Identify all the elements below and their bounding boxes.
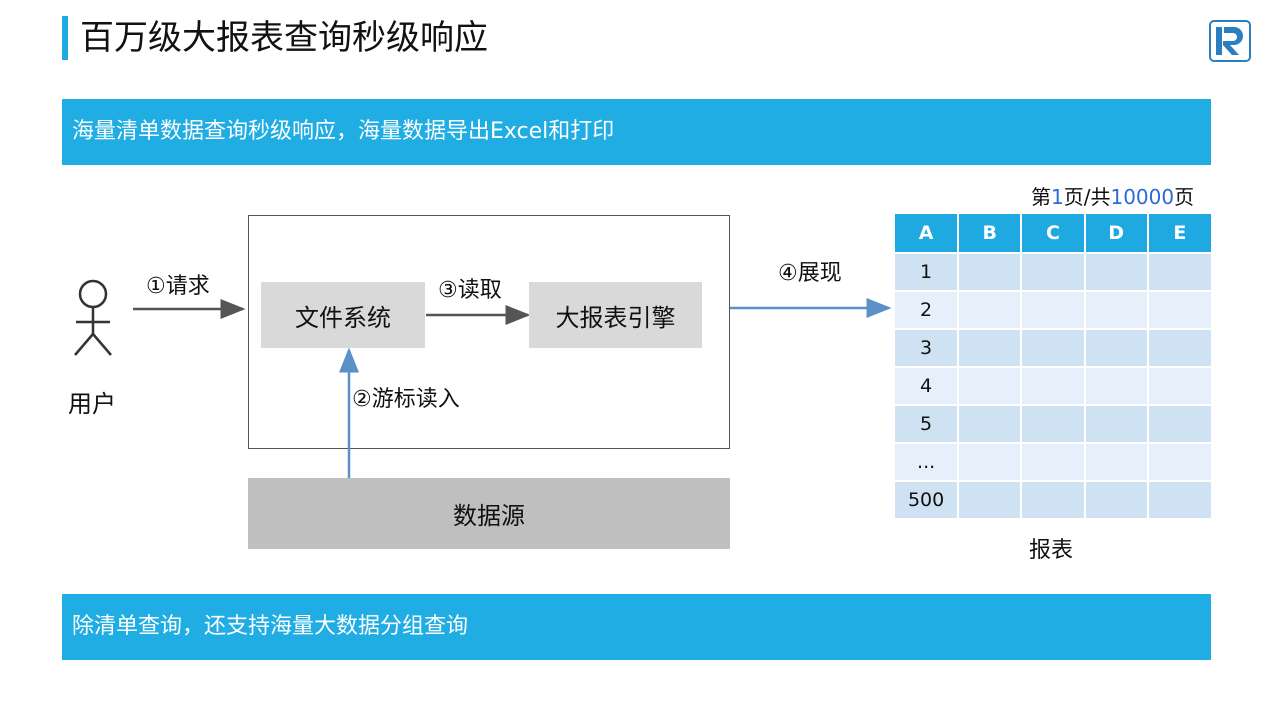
table-cell: [1021, 366, 1086, 405]
table-cell: [1084, 404, 1149, 443]
table-cell: [1021, 480, 1086, 518]
table-cell: [958, 366, 1023, 405]
file-system-box: 文件系统: [261, 282, 425, 348]
table-cell: 1: [895, 252, 960, 291]
table-cell: [1021, 290, 1086, 329]
table-row: 2: [895, 290, 1211, 329]
table-header: E: [1147, 214, 1211, 253]
page-total: 10000: [1110, 185, 1175, 209]
table-cell: ...: [895, 442, 960, 481]
page-info: 第1页/共10000页: [1031, 181, 1194, 210]
banner-top: 海量清单数据查询秒级响应，海量数据导出Excel和打印: [62, 99, 1211, 165]
table-cell: [958, 480, 1023, 518]
table-cell: [1021, 328, 1086, 367]
table-header: A: [895, 214, 960, 253]
table-cell: [1147, 252, 1211, 291]
table-header-row: A B C D E: [895, 214, 1211, 253]
table-cell: [1084, 480, 1149, 518]
table-cell: [958, 442, 1023, 481]
page-info-prefix: 第: [1031, 185, 1051, 209]
table-cell: [1084, 290, 1149, 329]
table-cell: 2: [895, 290, 960, 329]
system-frame: [248, 215, 730, 449]
table-row: 5: [895, 404, 1211, 443]
table-cell: [958, 290, 1023, 329]
cursor-read-label: ②游标读入: [352, 387, 460, 412]
report-label: 报表: [1029, 538, 1074, 563]
request-label: ①请求: [146, 274, 210, 299]
data-source-box: 数据源: [248, 478, 730, 549]
table-cell: [1021, 442, 1086, 481]
table-cell: [1147, 480, 1211, 518]
table-cell: 3: [895, 328, 960, 367]
table-cell: 5: [895, 404, 960, 443]
page-title: 百万级大报表查询秒级响应: [80, 18, 488, 58]
page-info-suffix: 页: [1174, 185, 1195, 209]
table-cell: [1147, 442, 1211, 481]
report-table: A B C D E 1 2 3 4 5 ... 500: [895, 214, 1211, 518]
title-accent-bar: [62, 16, 68, 60]
table-cell: [1021, 404, 1086, 443]
read-label: ③读取: [438, 278, 502, 303]
table-cell: [1084, 252, 1149, 291]
table-header: B: [958, 214, 1023, 253]
table-row: 3: [895, 328, 1211, 367]
table-cell: [1147, 328, 1211, 367]
table-row: ...: [895, 442, 1211, 481]
present-label: ④展现: [778, 261, 842, 286]
table-cell: [1084, 366, 1149, 405]
table-cell: [958, 404, 1023, 443]
user-label: 用户: [68, 390, 116, 418]
table-header: C: [1021, 214, 1086, 253]
table-cell: [1147, 366, 1211, 405]
table-cell: [958, 252, 1023, 291]
table-row: 500: [895, 480, 1211, 518]
user-icon: [74, 279, 112, 356]
table-cell: [1084, 328, 1149, 367]
table-cell: [1021, 252, 1086, 291]
page-current: 1: [1051, 185, 1064, 209]
banner-bottom: 除清单查询，还支持海量大数据分组查询: [62, 594, 1211, 660]
table-cell: 500: [895, 480, 960, 518]
table-row: 4: [895, 366, 1211, 405]
table-cell: [1147, 404, 1211, 443]
page-info-middle: 页/共: [1063, 185, 1111, 209]
table-row: 1: [895, 252, 1211, 291]
table-cell: [1147, 290, 1211, 329]
table-cell: [958, 328, 1023, 367]
table-cell: 4: [895, 366, 960, 405]
table-cell: [1084, 442, 1149, 481]
report-engine-box: 大报表引擎: [529, 282, 702, 348]
logo-icon: [1209, 20, 1251, 62]
table-header: D: [1084, 214, 1149, 253]
